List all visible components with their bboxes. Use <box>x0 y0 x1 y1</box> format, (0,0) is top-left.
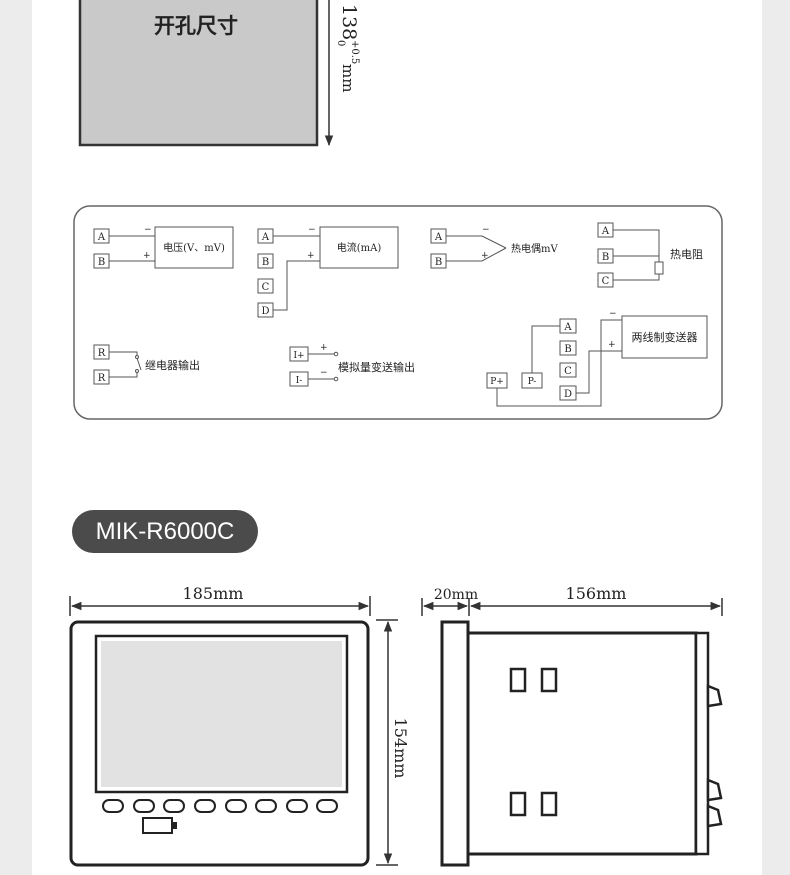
sign-minus: − <box>144 225 152 235</box>
side-bezel <box>440 620 470 867</box>
front-buttons <box>102 799 338 834</box>
term-d: D <box>261 306 269 317</box>
transmitter-label: 两线制变送器 <box>632 330 698 344</box>
sign-minus: − <box>308 225 316 235</box>
cutout-tol-upper: +0.5 <box>349 40 360 64</box>
term-b: B <box>602 252 609 263</box>
side-rear-cap <box>694 631 710 856</box>
wiring-rtd: A B C 热电阻 <box>597 222 703 288</box>
sign-plus: + <box>320 343 328 353</box>
wiring-voltage: A B − + 电压(V、mV) <box>93 225 234 269</box>
front-key-4[interactable] <box>194 799 216 813</box>
front-key-2[interactable] <box>133 799 155 813</box>
front-key-6[interactable] <box>255 799 277 813</box>
side-view: 20mm 156mm <box>421 584 723 867</box>
rtd-label: 热电阻 <box>670 248 703 261</box>
analog-label: 模拟量变送输出 <box>338 360 415 374</box>
front-key-3[interactable] <box>163 799 185 813</box>
front-height-label: 154mm <box>391 718 410 779</box>
term-c: C <box>564 366 572 377</box>
term-a: A <box>97 232 106 243</box>
term-d: D <box>564 389 572 400</box>
current-label: 电流(mA) <box>337 241 382 254</box>
side-body-label: 156mm <box>566 584 627 603</box>
term-a: A <box>434 232 443 243</box>
wiring-transmitter: A B C D P+ P- − + 两线制变送器 <box>486 309 708 407</box>
front-key-8[interactable] <box>316 799 338 813</box>
side-clips <box>509 667 558 817</box>
side-body <box>466 631 698 856</box>
term-a: A <box>563 322 572 333</box>
term-c: C <box>602 276 610 287</box>
term-p-plus: P+ <box>490 377 504 387</box>
term-b: B <box>98 257 105 268</box>
term-i-plus: I+ <box>293 351 304 361</box>
cutout-rect <box>78 0 319 147</box>
term-c: C <box>262 282 270 293</box>
thermocouple-label: 热电偶mV <box>511 242 558 255</box>
cutout-unit: mm <box>339 64 357 92</box>
wiring-analog-output: I+ I- + − 模拟量变送输出 <box>289 343 415 387</box>
term-a: A <box>261 232 270 243</box>
sign-plus: + <box>143 251 151 261</box>
model-name-badge: MIK-R6000C <box>72 510 258 553</box>
usb-port <box>142 817 173 834</box>
term-r: R <box>98 373 106 384</box>
sign-minus: − <box>320 368 328 378</box>
cutout-diagram: 开孔尺寸 138 +0.5 0 mm <box>78 0 360 147</box>
term-a: A <box>601 226 610 237</box>
term-b: B <box>262 257 269 268</box>
term-b: B <box>435 257 442 268</box>
sign-minus: − <box>609 309 617 319</box>
term-p-minus: P- <box>528 377 537 387</box>
sign-minus: − <box>482 225 490 235</box>
term-i-minus: I- <box>296 376 303 386</box>
side-bezel-label: 20mm <box>434 587 478 603</box>
cutout-tol-lower: 0 <box>335 40 346 46</box>
cutout-label: 开孔尺寸 <box>154 13 238 38</box>
relay-label: 继电器输出 <box>145 358 200 372</box>
voltage-label: 电压(V、mV) <box>163 241 225 254</box>
cutout-height-dimension: 138 +0.5 0 mm <box>335 4 360 92</box>
front-key-7[interactable] <box>286 799 308 813</box>
front-width-label: 185mm <box>183 584 244 603</box>
wiring-relay: R R 继电器输出 <box>93 344 200 385</box>
front-view: 185mm 154mm <box>69 584 410 867</box>
sign-plus: + <box>608 340 616 350</box>
side-terminals <box>706 684 723 828</box>
wiring-thermocouple: A B − + 热电偶mV <box>430 225 558 269</box>
sign-plus: + <box>481 251 489 261</box>
term-b: B <box>564 344 571 355</box>
cutout-height-value: 138 <box>338 4 360 40</box>
term-r: R <box>98 348 106 359</box>
front-key-5[interactable] <box>225 799 247 813</box>
wiring-current: A B C D − + 电流(mA) <box>257 225 399 318</box>
front-key-1[interactable] <box>102 799 124 813</box>
sign-plus: + <box>307 251 315 261</box>
